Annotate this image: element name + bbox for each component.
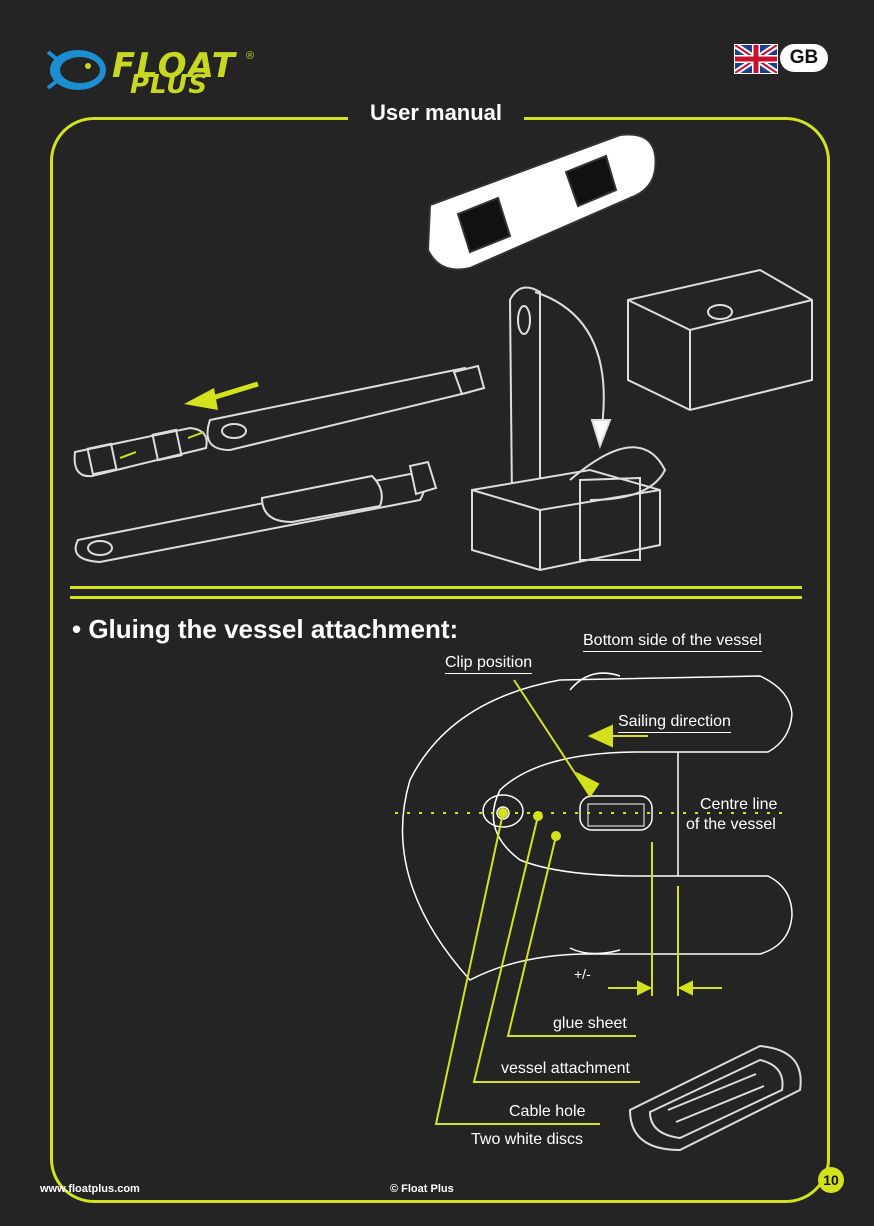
page-number: 10 xyxy=(818,1167,844,1193)
label-two-white-discs: Two white discs xyxy=(471,1131,583,1149)
label-vessel-attachment: vessel attachment xyxy=(501,1060,630,1078)
footer-copyright: © Float Plus xyxy=(390,1183,454,1195)
label-bottom-side: Bottom side of the vessel xyxy=(583,632,762,652)
glue-pad-illustration xyxy=(428,134,656,269)
label-clip-position: Clip position xyxy=(445,654,532,674)
label-centre-line-2: of the vessel xyxy=(686,816,776,834)
strap-illustration xyxy=(75,366,484,562)
section-heading: • Gluing the vessel attachment: xyxy=(72,614,458,645)
label-cable-hole: Cable hole xyxy=(509,1103,586,1121)
clip-illustration xyxy=(630,1046,801,1150)
label-plus-minus: +/- xyxy=(574,966,591,982)
label-sailing-direction: Sailing direction xyxy=(618,713,731,733)
divider-bottom xyxy=(70,596,802,599)
case-illustration xyxy=(472,270,812,570)
label-centre-line-1: Centre line xyxy=(700,796,777,814)
divider-top xyxy=(70,586,802,589)
callout-lines xyxy=(436,680,722,1124)
label-glue-sheet: glue sheet xyxy=(553,1015,627,1033)
footer-url: www.floatplus.com xyxy=(40,1183,140,1195)
